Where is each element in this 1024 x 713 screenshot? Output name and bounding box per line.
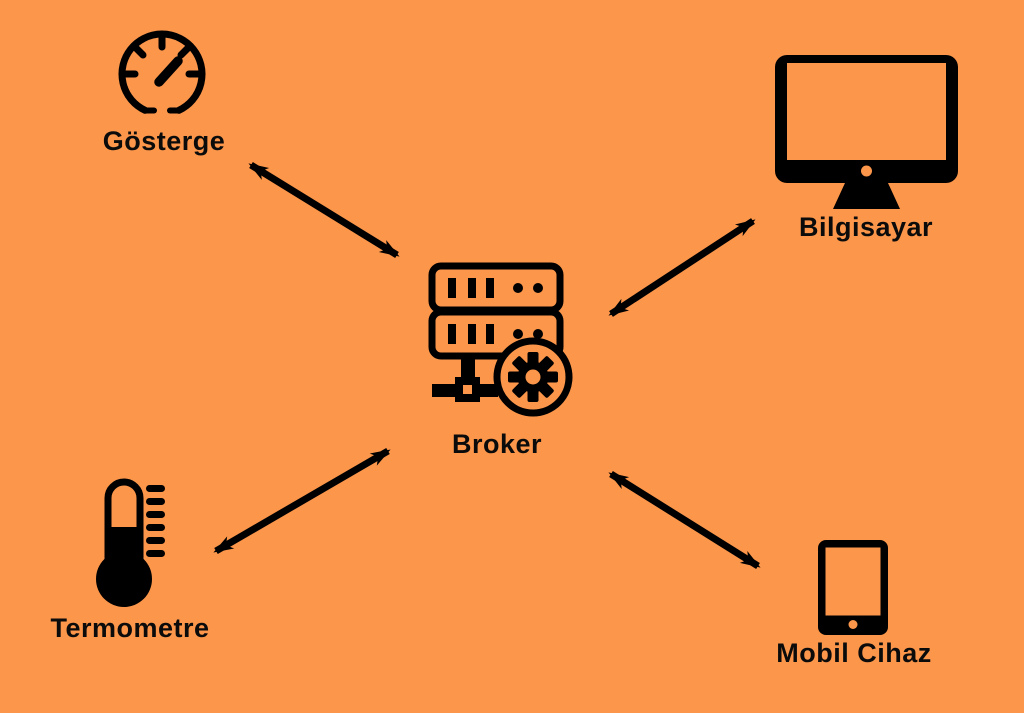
edge-gosterge-broker: [248, 162, 400, 258]
node-label-broker: Broker: [451, 429, 543, 459]
edge-bilgisayar-broker: [608, 218, 756, 317]
edge-termometre-broker: [213, 447, 391, 555]
node-label-mobil-cihaz: Mobil Cihaz: [776, 638, 932, 668]
gear-icon: [508, 352, 558, 402]
tablet-icon: [818, 540, 888, 635]
thermometer-icon: [96, 478, 165, 607]
server-gear-icon: [428, 262, 573, 417]
desktop-computer-icon: [775, 55, 958, 209]
node-label-bilgisayar: Bilgisayar: [798, 212, 934, 242]
edge-mobil-cihaz-broker: [608, 471, 761, 569]
node-label-termometre: Termometre: [50, 613, 210, 643]
node-label-gosterge: Gösterge: [102, 126, 226, 156]
gauge-icon: [118, 30, 206, 114]
